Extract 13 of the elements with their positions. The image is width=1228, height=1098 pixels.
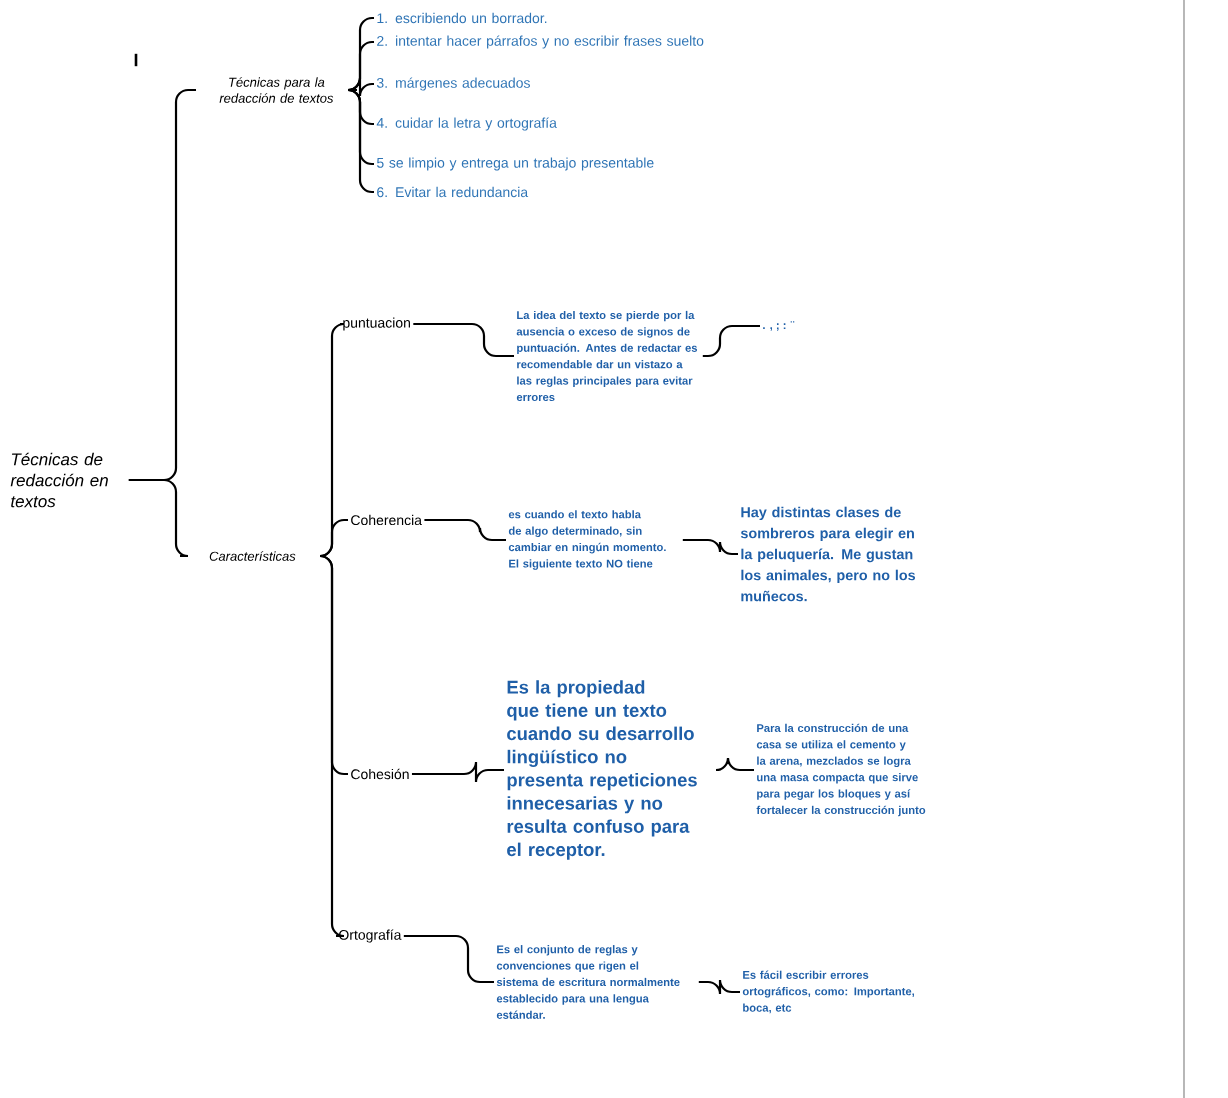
definition-text: Es la propiedad que tiene un texto cuando su desarrollo lingüístico no presenta repeticiones innecesarias y no resulta confuso para el receptor. (507, 680, 697, 860)
brace-line (714, 756, 754, 772)
brace-line (346, 76, 375, 98)
brace-line (411, 760, 504, 784)
cursor-mark: I (134, 53, 138, 67)
brace-line (413, 322, 514, 358)
brace-line (698, 978, 740, 996)
brace-line (702, 324, 760, 358)
brace-line (346, 88, 375, 194)
brace-line (318, 518, 348, 558)
brace-line (682, 538, 738, 556)
topic-text: Técnicas de redacción en textos (10, 452, 108, 508)
brace-line (424, 518, 506, 542)
